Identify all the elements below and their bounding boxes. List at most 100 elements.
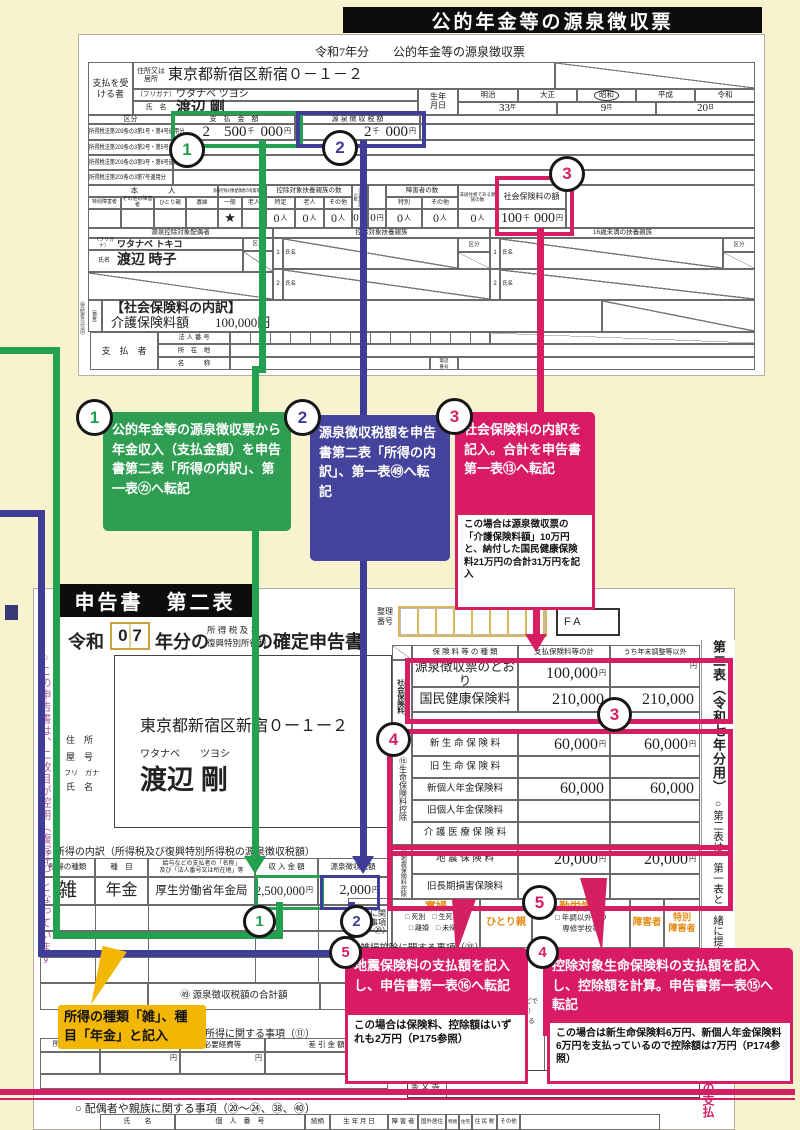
sp-h-shogai: 障 害 者 — [388, 1114, 418, 1130]
u16-name-cell: 氏名 — [500, 238, 723, 269]
pv-empty — [88, 209, 121, 228]
seiri-bango-cells — [398, 606, 547, 637]
sp-h-tokushin: 特親 — [446, 1114, 459, 1130]
sec11-title: 所得に関する事項（⑪） — [205, 1029, 315, 1040]
pink-rect-jishin-rows — [387, 845, 733, 911]
circle-2-callout: 2 — [284, 399, 321, 436]
callout-5-note: この場合は保険料、控除額はいずれも2万円（P175参照） — [345, 1012, 528, 1084]
u16-section-header: 16歳未満の扶養親族 — [490, 228, 755, 238]
fuyo-name-cell2: 氏名 — [283, 269, 490, 300]
pv-empty — [121, 209, 154, 228]
circle-3-callout: 3 — [436, 398, 473, 435]
circle-5-rect: 5 — [522, 885, 557, 920]
sp-h-birth: 生 年 月 日 — [330, 1114, 388, 1130]
seiri-bango-label: 整理 番号 — [377, 607, 393, 626]
green-line-left — [276, 902, 283, 936]
h2-kafu: 寡婦 — [186, 197, 218, 209]
birth-label: 生年 月日 — [418, 89, 458, 115]
birth-month: 9 — [600, 102, 607, 115]
ins-val: 60,000 — [518, 778, 610, 800]
ins-val — [610, 822, 700, 845]
callout-2: 源泉徴収税額を申告書第二表「所得の内訳」、第一表㊾へ転記 — [310, 415, 450, 561]
ins-row: 介 護 医 療 保 険 料 — [412, 822, 518, 845]
circle-2-form2: 2 — [340, 905, 373, 938]
corner-empty-cell — [555, 62, 755, 89]
addr-label-4: 氏 名 — [66, 782, 94, 792]
pink-horizontal-line2 — [0, 1098, 795, 1100]
green-line-left — [53, 347, 60, 939]
sp-h-relation: 続柄 — [305, 1114, 330, 1130]
green-line — [252, 366, 259, 412]
name-value: 渡辺 剛 — [140, 765, 228, 795]
sen-mark: 千 — [372, 128, 380, 136]
print-mark — [5, 605, 18, 620]
fuyo-rownum2: 2 — [273, 269, 283, 300]
kubun-row-label: 所得税法第203条の3第3号・第6号適用分 — [88, 155, 184, 170]
h2-tokubetsu: 特別 — [386, 197, 422, 209]
pv-empty — [154, 209, 186, 228]
pink-arrow-icon — [525, 634, 547, 652]
green-highlight-payment — [171, 111, 303, 148]
name-label: 氏 名 — [145, 104, 167, 112]
pink-rect-shakai-rows — [405, 658, 733, 724]
sp-h-juminzei: 住 民 税 — [472, 1114, 497, 1130]
gensen-banner-label: 公的年金等の源泉徴収票 — [431, 11, 674, 33]
circle-2: 2 — [322, 130, 358, 166]
pink-line — [533, 594, 540, 636]
pink-horizontal-line — [0, 1089, 795, 1095]
payee-address-cell: 住所又は居所 東京都新宿区新宿０－１－２ — [133, 62, 555, 89]
fuyo-name-cell: 氏名 — [283, 238, 458, 269]
addr-label-2: 屋 号 — [66, 752, 94, 762]
spouse-kubun-empty — [243, 251, 273, 272]
kana-value: ワタナベ ツヨシ — [140, 749, 230, 760]
era-heisei: 平成 — [636, 89, 695, 102]
kubun-header-empty — [420, 115, 755, 124]
era-meiji: 明治 — [458, 89, 518, 102]
houjin-label: 法 人 番 号 — [158, 332, 230, 344]
payer-label: 支 払 者 — [90, 332, 158, 370]
green-line-left — [0, 347, 60, 354]
birth-year: 33 — [498, 102, 510, 115]
circle-1: 1 — [169, 132, 205, 168]
tekiyo-label-cell: （摘要） — [88, 300, 102, 332]
yen-mark: 円 — [409, 128, 416, 136]
t2-empty-row — [40, 1074, 388, 1089]
tax-header: 源 泉 徴 収 税 額 — [295, 115, 420, 124]
era-taisho: 大正 — [518, 89, 577, 102]
ins-row: 旧 生 命 保 険 料 — [412, 756, 518, 778]
birth-day: 20 — [696, 102, 708, 115]
callout-4-note: この場合は新生命保険料6万円、新個人年金保険料6万円を支払っているので控除額は7… — [547, 1020, 793, 1084]
strip-title: 第二表（令和七年分用） — [711, 640, 726, 794]
shakai-uchiwake-title: 【社会保険料の内訳】 — [111, 300, 242, 316]
unit-day: 日 — [707, 105, 714, 112]
hikyoju-header: 非居住者である親族の数 — [458, 185, 497, 209]
ins-corner — [392, 645, 412, 660]
yellow-callout: 所得の種類「雑」、種目「年金」と記入 — [58, 1005, 206, 1049]
houjin-right-empty — [490, 332, 755, 344]
payment-thousands: 500 — [224, 123, 247, 140]
payee-address: 東京都新宿区新宿０－１－２ — [168, 67, 364, 84]
unit-year: 年 — [509, 105, 516, 112]
gensen-title-banner: 公的年金等の源泉徴収票 — [343, 7, 762, 33]
kaigo-hoken-line: 介護保険料額 100,000円 — [111, 315, 271, 330]
shinkoku-banner: 申告書 第二表 — [58, 584, 252, 617]
spouse-section-title: ○ 配偶者や親族に関する事項（⑳～㉔、㊳、㊵） — [75, 1103, 316, 1115]
ins-val — [518, 874, 610, 900]
inc-item-nenkin: 年金 — [95, 877, 148, 905]
tekiyo-content: 【社会保険料の内訳】 介護保険料額 100,000円 — [102, 300, 602, 332]
blue-line-left — [38, 950, 355, 957]
h2-tokutei: 特定 — [266, 197, 295, 209]
tax-total-49-label: ㊾ 源泉徴収税額の合計額 — [148, 983, 320, 1010]
fuyo-section-header: 控除対象扶養親族 — [273, 228, 490, 238]
payment-value-cell: 2 500 千 000 円 — [173, 124, 295, 140]
blue-arrow-icon — [352, 856, 374, 874]
t2-cell — [40, 1052, 100, 1074]
spouse-name-cell: 氏名 渡辺 時子 — [88, 250, 243, 272]
blue-line-left — [0, 510, 45, 517]
h2-sonota: その他 — [324, 197, 352, 209]
